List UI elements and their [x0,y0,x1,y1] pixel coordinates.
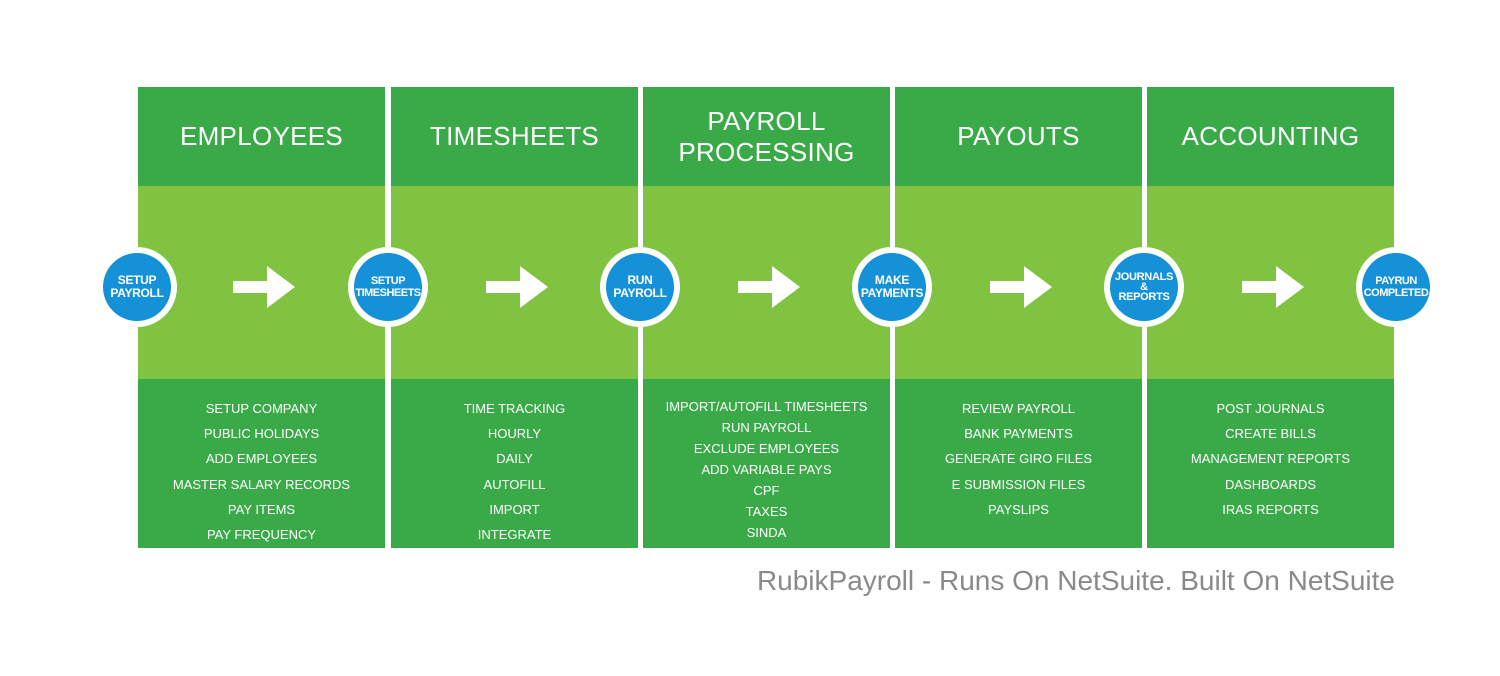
stage-title: ACCOUNTING [1181,121,1360,151]
milestone-make-payments: MAKE PAYMENTS [852,247,932,327]
stage-item: RUN PAYROLL [721,420,812,435]
stage-header: ACCOUNTING [1147,87,1394,186]
stage-item: DASHBOARDS [1224,476,1317,492]
stage-item: TIME TRACKING [463,401,566,416]
arrow-right-icon [486,266,548,308]
arrow-right-icon [738,266,800,308]
stage-title: PAYROLL PROCESSING [678,105,855,167]
stage-timesheets: TIMESHEETS TIME TRACKING HOURLY DAILY AU… [391,87,638,548]
stage-item: BANK PAYMENTS [964,426,1073,442]
arrow-right-icon [233,266,295,308]
stage-items: REVIEW PAYROLL BANK PAYMENTS GENERATE GI… [895,379,1142,548]
stage-item: DAILY [496,451,533,467]
milestone-journals-reports: JOURNALS & REPORTS [1104,247,1184,327]
milestone-label: SETUP PAYROLL [110,273,164,300]
stage-item: E SUBMISSION FILES [951,476,1086,492]
stage-item: SINDA [746,525,787,540]
milestone-label: RUN PAYROLL [613,273,667,300]
milestone-setup-payroll: SETUP PAYROLL [97,247,177,327]
stage-item: POST JOURNALS [1216,401,1325,416]
stage-item: MANAGEMENT REPORTS [1190,451,1351,467]
stage-items: SETUP COMPANY PUBLIC HOLIDAYS ADD EMPLOY… [138,379,385,548]
stage-header: PAYROLL PROCESSING [643,87,890,186]
stage-item: HOURLY [487,426,542,442]
stage-title: PAYOUTS [957,121,1080,151]
stage-items: TIME TRACKING HOURLY DAILY AUTOFILL IMPO… [391,379,638,548]
stage-header: PAYOUTS [895,87,1142,186]
stage-item: INTEGRATE [477,527,552,543]
stage-item: PAY FREQUENCY [206,527,317,543]
stage-item: CREATE BILLS [1225,426,1316,442]
stage-employees: EMPLOYEES SETUP COMPANY PUBLIC HOLIDAYS … [138,87,385,548]
stage-item: PAY ITEMS [227,501,296,517]
stage-item: PUBLIC HOLIDAYS [203,426,320,442]
stage-item: CPF [753,483,780,498]
stage-item: MASTER SALARY RECORDS [172,476,351,492]
stage-item: REVIEW PAYROLL [962,401,1075,416]
stage-item: SETUP COMPANY [205,401,318,416]
stage-item: GENERATE GIRO FILES [944,451,1093,467]
stage-item: PAYSLIPS [988,501,1049,517]
milestone-label: JOURNALS & REPORTS [1114,271,1174,303]
stage-accounting: ACCOUNTING POST JOURNALS CREATE BILLS MA… [1147,87,1394,548]
milestone-payrun-completed: PAYRUN COMPLETED [1356,247,1436,327]
milestone-label: PAYRUN COMPLETED [1363,275,1429,299]
stage-items: POST JOURNALS CREATE BILLS MANAGEMENT RE… [1147,379,1394,548]
stage-header: EMPLOYEES [138,87,385,186]
stage-item: AUTOFILL [483,476,546,492]
milestone-run-payroll: RUN PAYROLL [600,247,680,327]
stage-payouts: PAYOUTS REVIEW PAYROLL BANK PAYMENTS GEN… [895,87,1142,548]
stage-item: EXCLUDE EMPLOYEES [693,441,840,456]
stage-item: IMPORT/AUTOFILL TIMESHEETS [665,399,868,414]
stage-item: ADD VARIABLE PAYS [701,462,832,477]
arrow-right-icon [990,266,1052,308]
stage-item: ADD EMPLOYEES [205,451,318,467]
stage-item: TAXES [745,504,788,519]
milestone-label: SETUP TIMESHEETS [355,275,421,299]
stage-title: TIMESHEETS [429,121,600,151]
arrow-right-icon [1242,266,1304,308]
milestone-setup-timesheets: SETUP TIMESHEETS [348,247,428,327]
stage-header: TIMESHEETS [391,87,638,186]
stage-payroll-processing: PAYROLL PROCESSING IMPORT/AUTOFILL TIMES… [643,87,890,548]
caption: RubikPayroll - Runs On NetSuite. Built O… [756,565,1395,596]
stage-title: EMPLOYEES [179,121,344,151]
milestone-label: MAKE PAYMENTS [860,273,924,300]
stage-item: IRAS REPORTS [1222,501,1319,517]
stage-items: IMPORT/AUTOFILL TIMESHEETS RUN PAYROLL E… [643,379,890,548]
stage-item: IMPORT [489,501,540,517]
